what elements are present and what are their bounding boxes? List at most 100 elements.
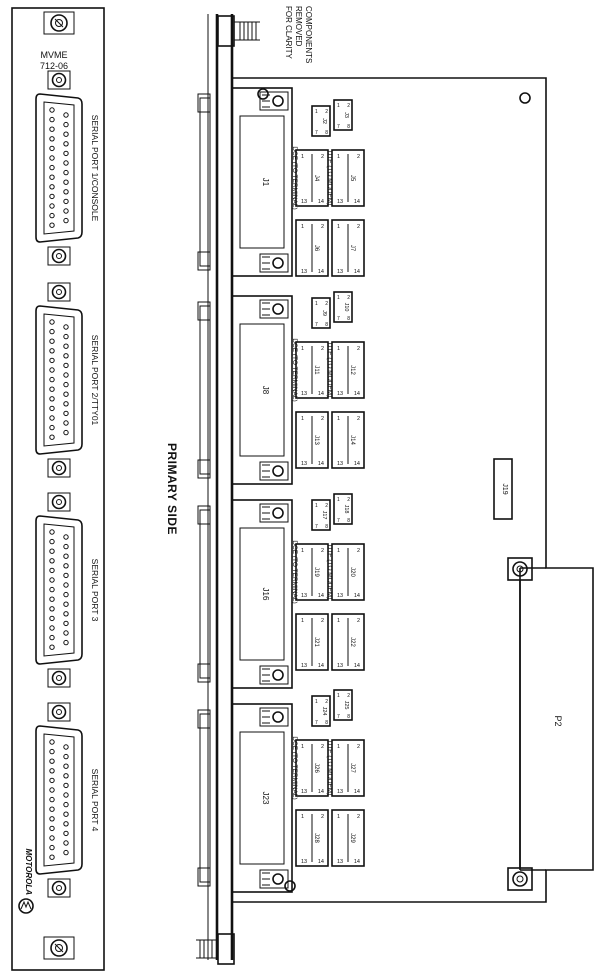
- jumper-label: J10: [343, 303, 349, 312]
- db25-shell: [35, 515, 83, 665]
- svg-text:14: 14: [354, 663, 360, 669]
- svg-text:1: 1: [301, 154, 304, 160]
- svg-text:1: 1: [301, 224, 304, 230]
- jumper-j2: 2 1 8 7J2: [311, 105, 331, 137]
- svg-text:1: 1: [337, 295, 340, 301]
- note-line-1: COMPONENTS: [304, 6, 313, 63]
- svg-text:8: 8: [347, 714, 350, 720]
- jumper-label: J22: [349, 637, 355, 647]
- svg-text:1: 1: [337, 814, 340, 820]
- connector-label: J16: [261, 588, 270, 601]
- mount-hole: [519, 92, 531, 104]
- connector-label: J8: [261, 386, 270, 395]
- svg-text:1: 1: [337, 548, 340, 554]
- connector-label: J23: [261, 792, 270, 805]
- connector-j8: J8: [197, 295, 293, 485]
- dte-label: DTE (TO MODEM): [326, 545, 333, 600]
- jumper-label: J6: [313, 245, 319, 252]
- svg-text:1: 1: [315, 699, 318, 705]
- svg-text:1: 1: [337, 416, 340, 422]
- note-line-2: REMOVED: [294, 6, 303, 47]
- svg-text:2: 2: [321, 548, 324, 554]
- svg-text:1: 1: [301, 814, 304, 820]
- svg-text:14: 14: [354, 199, 360, 205]
- serial-port-3: SERIAL PORT 3: [35, 492, 100, 688]
- svg-text:1: 1: [301, 744, 304, 750]
- svg-text:2: 2: [357, 618, 360, 624]
- svg-text:2: 2: [325, 301, 328, 307]
- svg-text:13: 13: [337, 593, 343, 599]
- svg-text:14: 14: [354, 593, 360, 599]
- svg-text:1: 1: [337, 103, 340, 109]
- jumper-group-3: 2187J182187J17211413J20211413J22211413J1…: [291, 493, 365, 671]
- svg-text:14: 14: [318, 663, 324, 669]
- svg-text:2: 2: [321, 814, 324, 820]
- svg-text:2: 2: [357, 548, 360, 554]
- jumper-label: J26: [313, 763, 319, 773]
- connector-label: J1: [261, 178, 270, 187]
- serial-port-1: SERIAL PORT 1/CONSOLE: [35, 70, 100, 266]
- svg-text:8: 8: [347, 518, 350, 524]
- svg-text:2: 2: [357, 416, 360, 422]
- svg-text:14: 14: [354, 859, 360, 865]
- svg-text:2: 2: [347, 295, 350, 301]
- svg-text:7: 7: [337, 714, 340, 720]
- rail-screw-top: [217, 15, 260, 47]
- primary-side-label: PRIMARY SIDE: [165, 443, 179, 535]
- dce-label: DCE (TO TERMINAL): [291, 338, 298, 401]
- jumper-label: J29: [349, 833, 355, 843]
- svg-text:8: 8: [325, 130, 328, 136]
- mount-hole: [284, 880, 296, 892]
- svg-text:13: 13: [337, 663, 343, 669]
- front-panel-outline: [11, 7, 105, 971]
- svg-text:13: 13: [301, 859, 307, 865]
- jumper-label: J17: [321, 511, 327, 520]
- brand-text: MOTOROLA: [24, 848, 33, 895]
- jumper-label: J11: [313, 365, 319, 375]
- svg-text:2: 2: [321, 224, 324, 230]
- svg-text:2: 2: [347, 497, 350, 503]
- svg-text:1: 1: [337, 693, 340, 699]
- serial-port-label: SERIAL PORT 4: [90, 769, 100, 832]
- serial-port-label: SERIAL PORT 1/CONSOLE: [90, 115, 100, 222]
- jumper-label: J2: [321, 118, 327, 124]
- dce-label: DCE (TO TERMINAL): [291, 736, 298, 799]
- mount-hole: [257, 88, 269, 100]
- svg-text:2: 2: [325, 109, 328, 115]
- svg-text:14: 14: [318, 269, 324, 275]
- svg-text:7: 7: [315, 720, 318, 726]
- jumper-groups: 2187J32187J2211413J5211413J7211413J42114…: [291, 99, 365, 867]
- connector-j1: J1: [197, 87, 293, 277]
- jumper-j22: 2 1 14 13 J22: [331, 613, 365, 671]
- svg-text:1: 1: [337, 346, 340, 352]
- panel-screw-top: [43, 11, 75, 35]
- svg-text:7: 7: [315, 130, 318, 136]
- jumper-label: J5: [349, 175, 355, 182]
- svg-text:1: 1: [315, 301, 318, 307]
- svg-text:7: 7: [315, 524, 318, 530]
- jumper-label: J28: [313, 833, 319, 843]
- svg-text:13: 13: [301, 663, 307, 669]
- svg-text:14: 14: [354, 789, 360, 795]
- svg-text:13: 13: [337, 859, 343, 865]
- svg-text:1: 1: [337, 744, 340, 750]
- svg-text:1: 1: [315, 109, 318, 115]
- svg-text:1: 1: [337, 618, 340, 624]
- svg-text:14: 14: [318, 461, 324, 467]
- jumper-label: J7: [349, 245, 355, 252]
- svg-text:2: 2: [321, 618, 324, 624]
- serial-port-label: SERIAL PORT 2/TTY01: [90, 335, 100, 426]
